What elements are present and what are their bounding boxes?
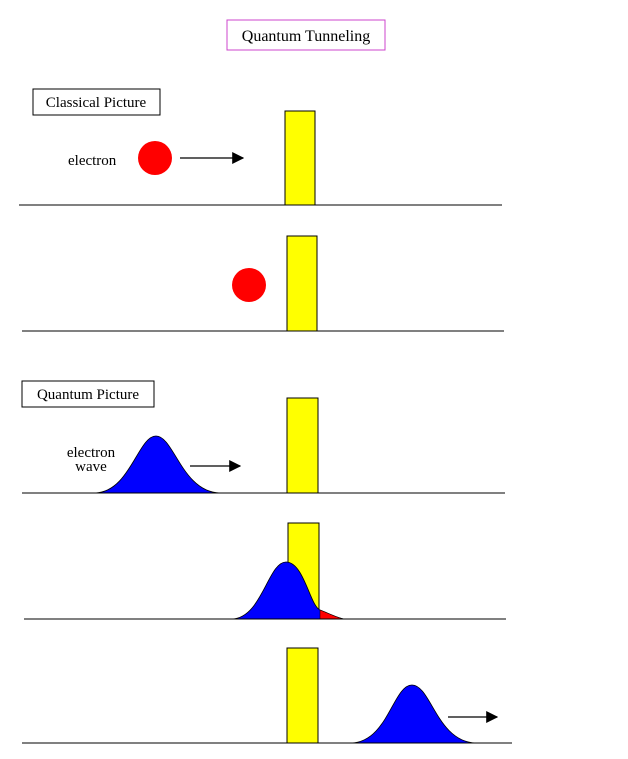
classical-heading-box [32,88,161,116]
quantum-heading-box [21,380,155,408]
barrier [286,235,318,332]
electron-label: electron [68,153,117,169]
diagram-title: Quantum Tunneling [242,28,370,45]
quantum-heading: Quantum Picture [37,387,139,403]
wave-label-line1: electron [67,445,116,461]
wave-packet [231,561,345,620]
title-box [226,19,386,51]
tunneled-wave-tail [319,609,345,620]
classical-heading: Classical Picture [46,95,147,111]
barrier [286,647,319,744]
wave-label-line2: wave [75,459,107,475]
barrier [284,110,316,206]
barrier [286,397,319,494]
wave-packet [94,435,221,494]
electron-particle [232,268,266,302]
electron-particle [138,141,172,175]
wave-packet [350,684,477,744]
